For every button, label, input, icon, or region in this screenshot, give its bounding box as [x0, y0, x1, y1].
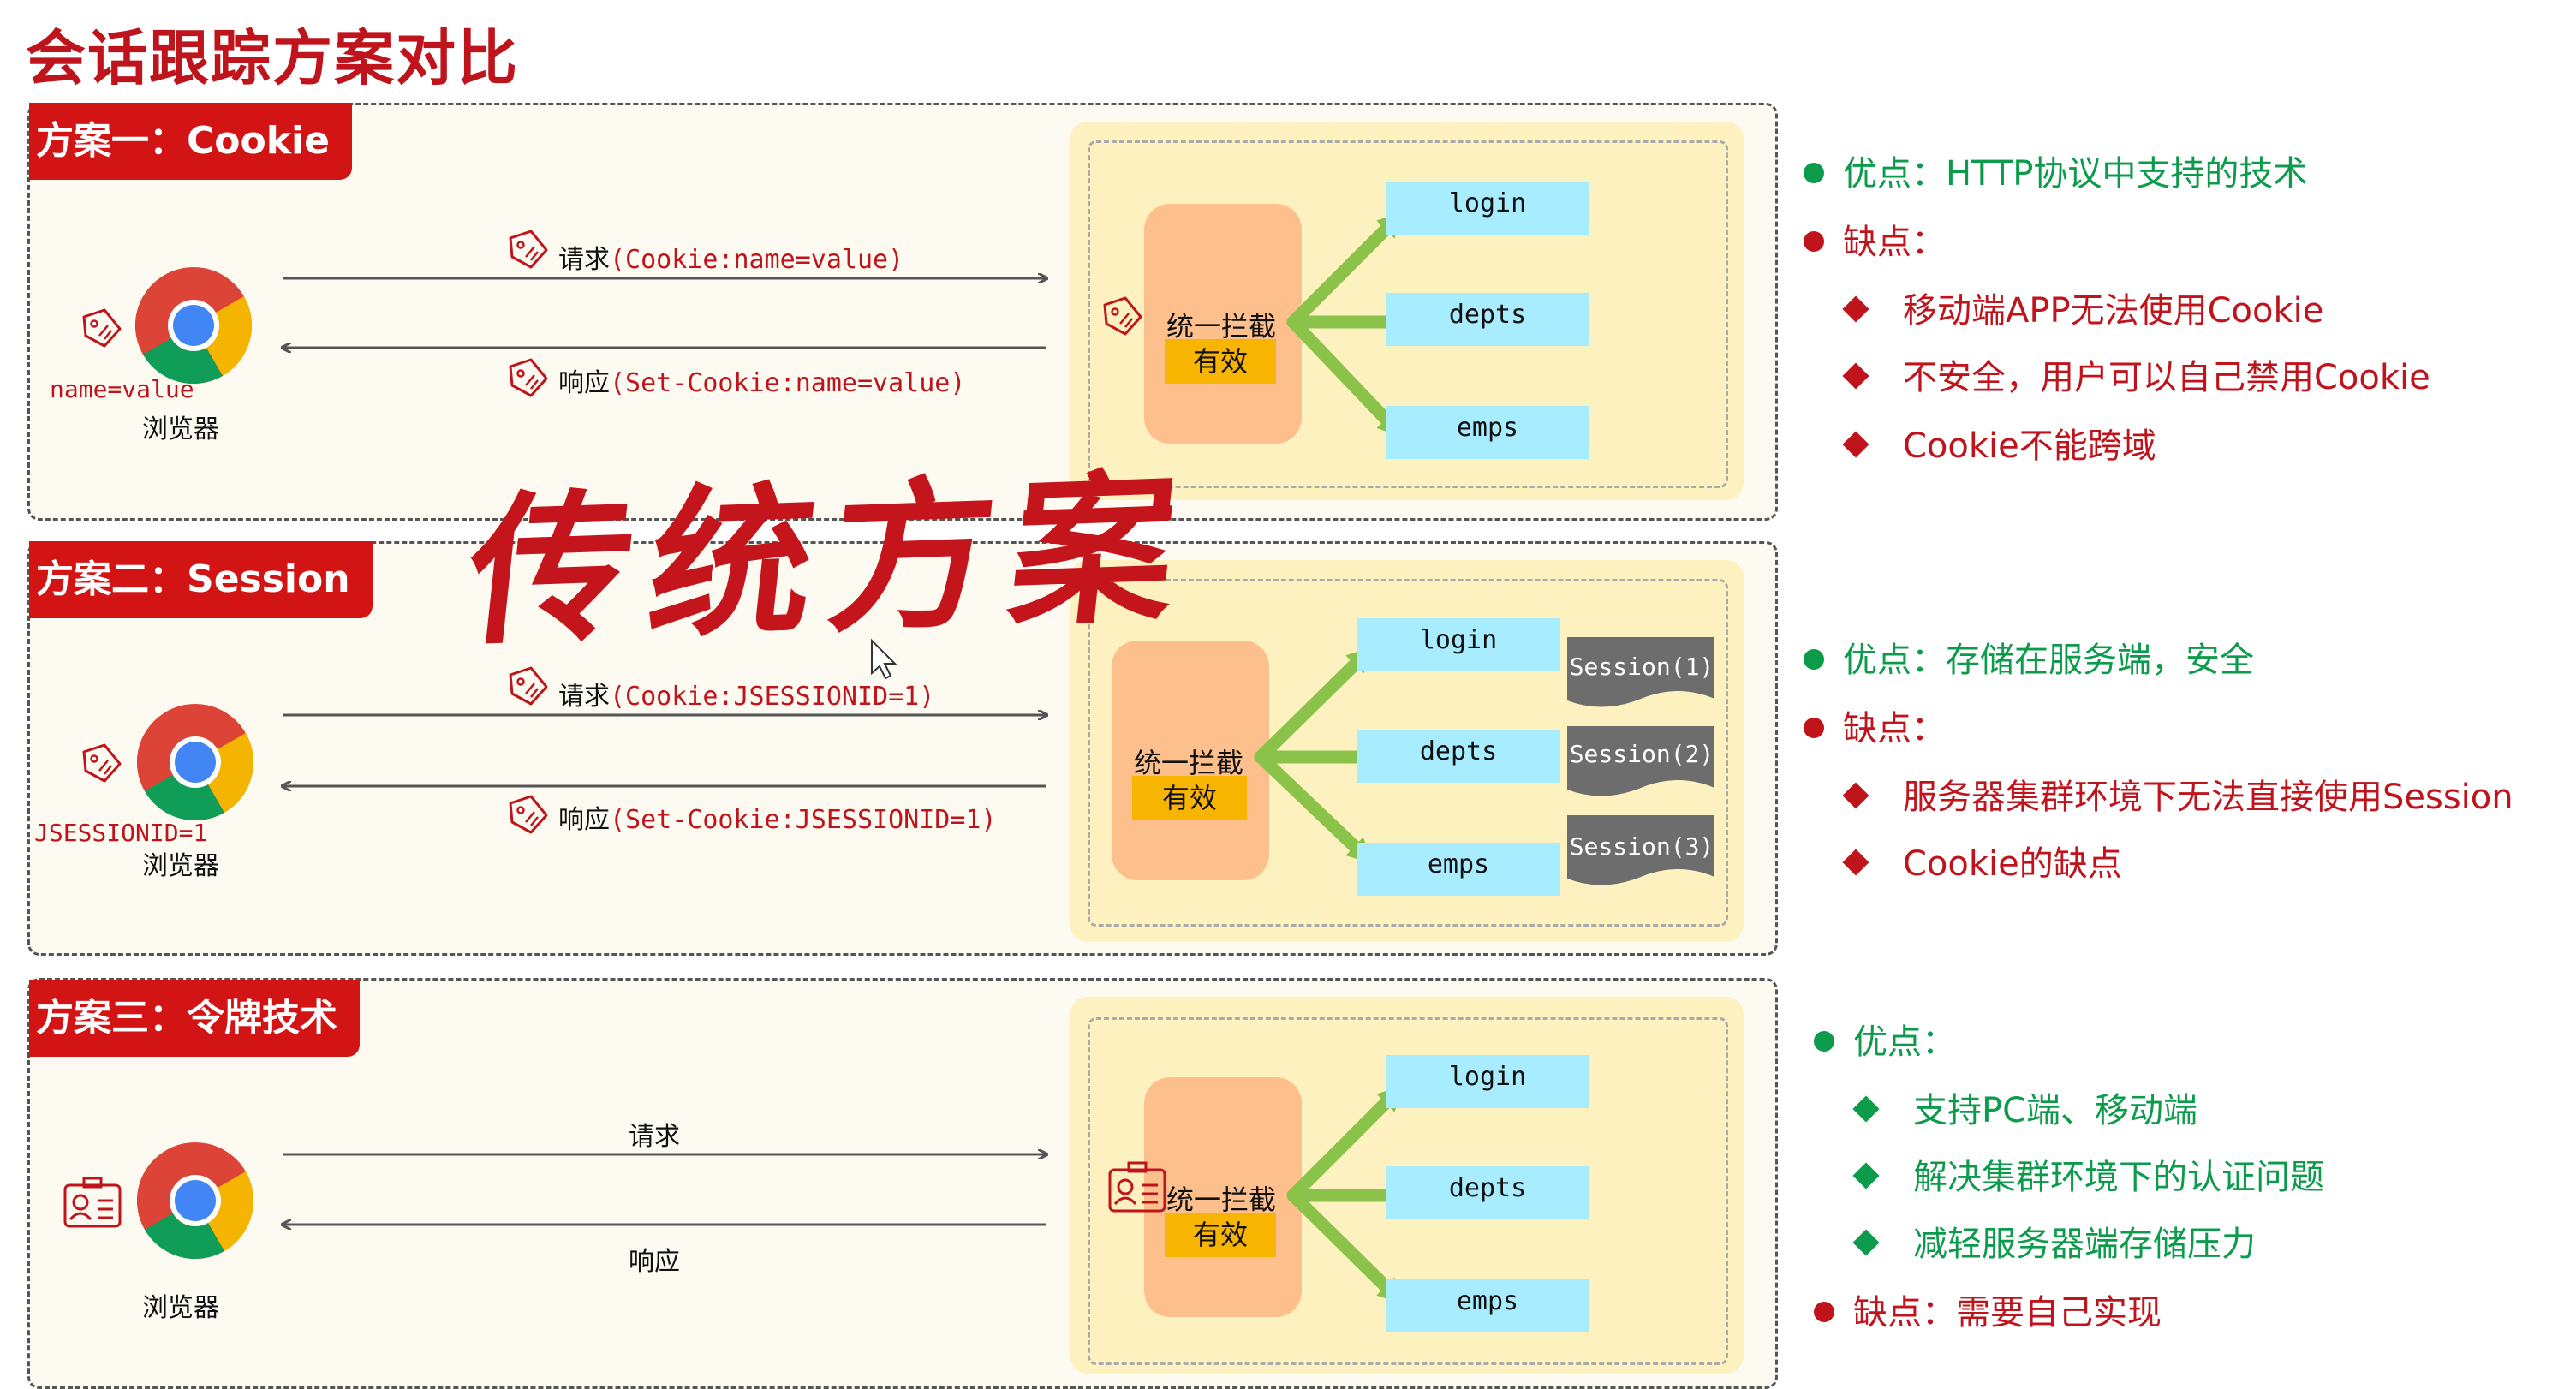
- request-text: 请求: [558, 682, 610, 712]
- endpoint-depts-2: depts: [1357, 730, 1560, 783]
- interceptor-label-1: 统一拦截: [1166, 310, 1277, 343]
- session-3: Session(3): [1569, 832, 1714, 861]
- interceptor-label-3: 统一拦截: [1166, 1183, 1277, 1216]
- endpoint-login-1: login: [1386, 182, 1589, 235]
- cons-2: 缺点：: [1804, 700, 1946, 750]
- scheme-session-tag: 方案二：Session: [29, 541, 373, 618]
- tag-icon: [82, 743, 122, 783]
- page-title: 会话跟踪方案对比: [26, 23, 519, 93]
- endpoint-emps-2: emps: [1357, 843, 1560, 896]
- response-label-3: 响应: [629, 1247, 680, 1277]
- interceptor-3: [1144, 1077, 1302, 1317]
- session-1: Session(1): [1569, 653, 1714, 681]
- endpoint-depts-1: depts: [1386, 293, 1589, 346]
- response-label-2: 响应(Set-Cookie:JSESSIONID=1): [558, 798, 997, 836]
- cons-1-item-1: 移动端APP无法使用Cookie: [1841, 283, 2323, 332]
- pros-3-item-2: 解决集群环境下的认证问题: [1852, 1149, 2324, 1199]
- interceptor-1: [1144, 204, 1302, 444]
- request-code: (Cookie:JSESSIONID=1): [610, 682, 935, 712]
- stamp-overlay: 传统方案: [459, 451, 1202, 668]
- session-2: Session(2): [1569, 740, 1714, 768]
- response-code: (Set-Cookie:JSESSIONID=1): [610, 805, 997, 835]
- response-code: (Set-Cookie:name=value): [610, 368, 966, 398]
- request-code: (Cookie:name=value): [610, 245, 904, 275]
- valid-badge-1: 有效: [1165, 339, 1276, 384]
- tag-icon: [82, 308, 122, 348]
- request-text: 请求: [558, 245, 610, 275]
- browser-label-1: 浏览器: [142, 414, 219, 444]
- cons-2-item-2: Cookie的缺点: [1841, 836, 2122, 885]
- scheme-cookie-tag: 方案一：Cookie: [29, 103, 352, 180]
- endpoint-login-2: login: [1357, 618, 1560, 671]
- chrome-icon: [136, 1142, 254, 1260]
- response-text: 响应: [558, 368, 610, 398]
- chrome-icon: [134, 267, 253, 385]
- tag-icon: [1103, 296, 1142, 336]
- cons-3: 缺点：需要自己实现: [1814, 1285, 2162, 1334]
- cons-1-item-2: 不安全，用户可以自己禁用Cookie: [1841, 349, 2430, 399]
- tag-icon: [509, 230, 548, 269]
- pros-2: 优点：存储在服务端，安全: [1804, 632, 2254, 682]
- server-inner-2: [1088, 579, 1728, 927]
- scheme-token-tag: 方案三：令牌技术: [29, 980, 360, 1057]
- pros-3-item-1: 支持PC端、移动端: [1852, 1082, 2197, 1132]
- endpoint-emps-3: emps: [1386, 1279, 1589, 1332]
- valid-badge-3: 有效: [1165, 1213, 1276, 1257]
- pros-3: 优点：: [1814, 1014, 1956, 1064]
- server-inner-1: [1088, 140, 1728, 488]
- id-card-icon: [63, 1177, 122, 1228]
- response-text: 响应: [558, 805, 610, 835]
- valid-badge-2: 有效: [1132, 776, 1247, 820]
- interceptor-2: [1112, 641, 1269, 880]
- id-card-icon: [1108, 1161, 1166, 1213]
- client-session-value: JSESSIONID=1: [34, 819, 208, 847]
- request-label-3: 请求: [629, 1122, 680, 1152]
- interceptor-label-2: 统一拦截: [1134, 747, 1244, 779]
- endpoint-emps-1: emps: [1386, 406, 1589, 459]
- client-cookie-value: name=value: [50, 375, 194, 403]
- tag-icon: [509, 795, 548, 834]
- cons-1-item-3: Cookie不能跨域: [1841, 418, 2156, 468]
- browser-label-2: 浏览器: [142, 851, 219, 881]
- endpoint-depts-3: depts: [1386, 1166, 1589, 1219]
- cons-1: 缺点：: [1804, 214, 1946, 264]
- request-label-1: 请求(Cookie:name=value): [558, 238, 903, 276]
- tag-icon: [509, 358, 548, 397]
- response-label-1: 响应(Set-Cookie:name=value): [558, 361, 965, 399]
- server-inner-3: [1088, 1017, 1728, 1365]
- pros-1: 优点：HTTP协议中支持的技术: [1804, 146, 2307, 195]
- endpoint-login-3: login: [1386, 1055, 1589, 1108]
- request-label-2: 请求(Cookie:JSESSIONID=1): [558, 675, 934, 712]
- cons-2-item-1: 服务器集群环境下无法直接使用Session: [1841, 769, 2513, 819]
- browser-label-3: 浏览器: [142, 1293, 219, 1323]
- pros-3-item-3: 减轻服务器端存储压力: [1852, 1216, 2256, 1266]
- chrome-icon: [136, 704, 254, 821]
